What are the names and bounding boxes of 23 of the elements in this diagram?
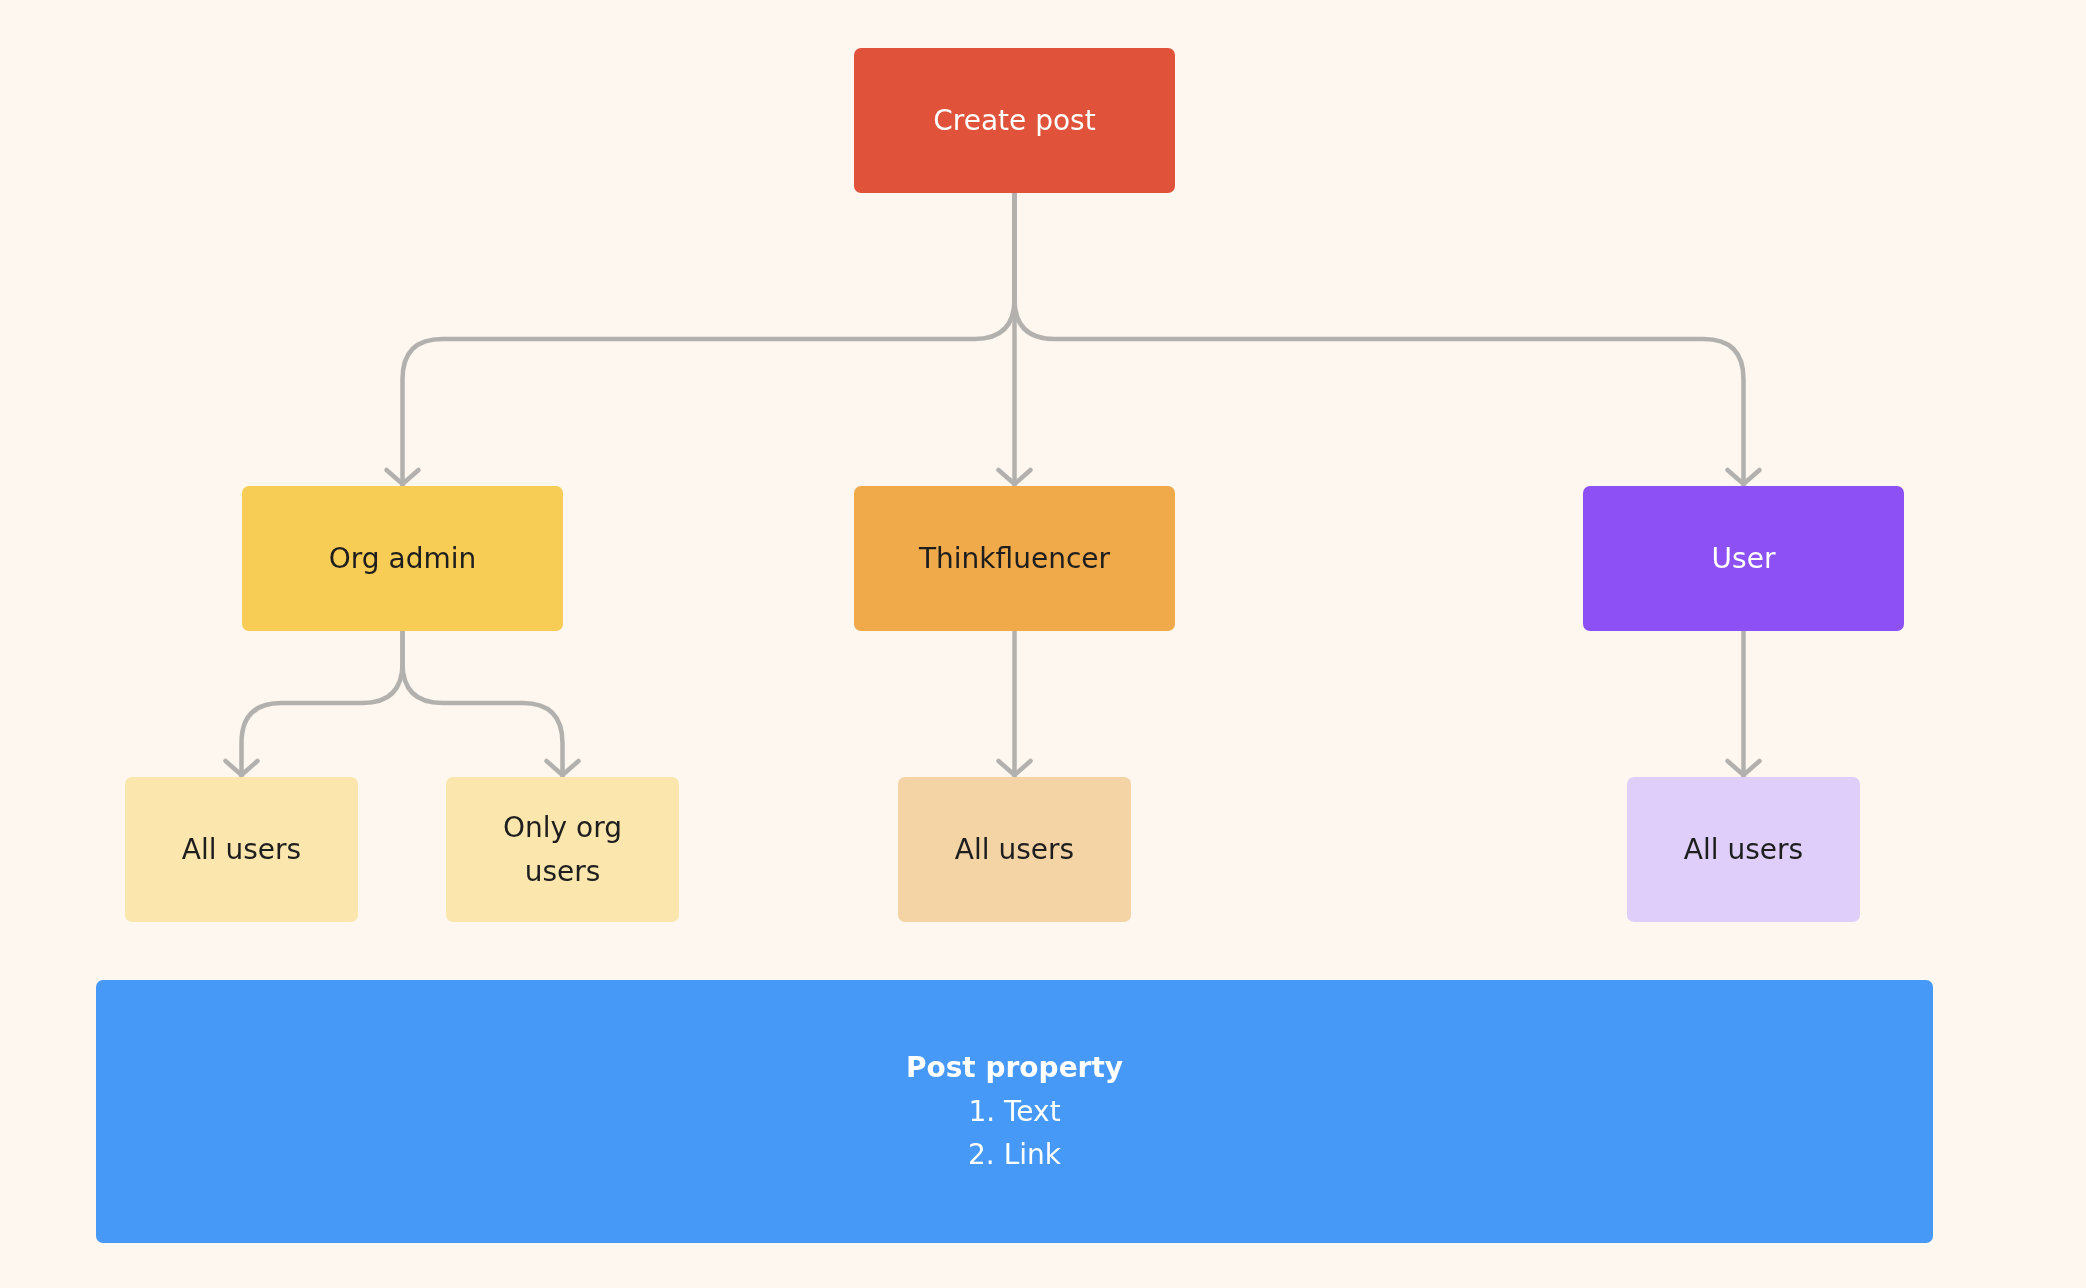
node-label: User [1711, 540, 1776, 577]
process-box [242, 486, 563, 631]
node-label: All users [954, 831, 1075, 868]
arrow [996, 631, 1033, 778]
node-label: All users [181, 831, 302, 868]
panel-heading: Post property [905, 1050, 1124, 1087]
list-item: 2. Link [968, 1137, 1061, 1174]
arrow [400, 631, 581, 778]
node-label: Only org users [502, 810, 623, 890]
process-box [854, 486, 1175, 631]
node-label: Create post [933, 102, 1096, 139]
note-panel [96, 980, 1933, 1243]
arrow [1725, 631, 1762, 778]
list-item: 1. Text [968, 1093, 1061, 1130]
node-label: Thinkfluencer [918, 540, 1111, 577]
process-box [1583, 486, 1904, 631]
process-box [898, 777, 1131, 922]
node-label: Org admin [328, 540, 477, 577]
process-box [446, 777, 679, 922]
process-box [854, 48, 1175, 193]
process-box [1627, 777, 1860, 922]
node-label: All users [1683, 831, 1804, 868]
process-box [125, 777, 358, 922]
